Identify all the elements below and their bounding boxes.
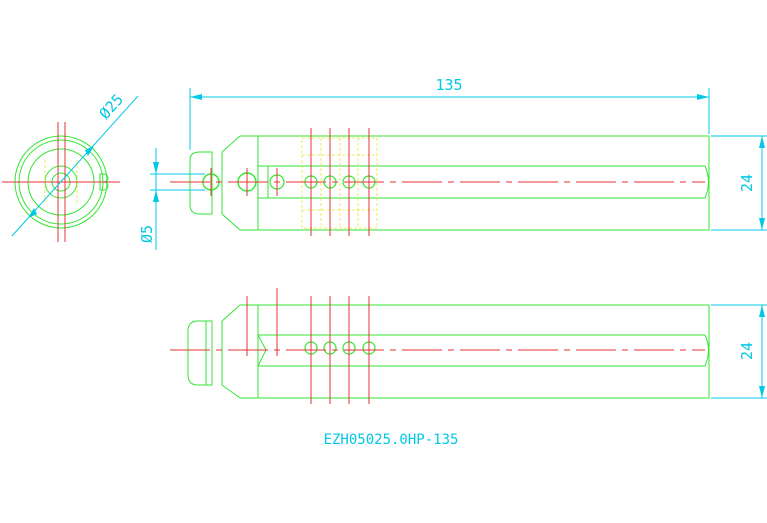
diameter-arrow	[28, 208, 37, 218]
side-view-hole-centerlines	[246, 288, 370, 404]
side-view-taper-top	[221, 304, 241, 322]
dimension-height-side: 24	[711, 304, 767, 399]
side-view-body	[257, 304, 710, 399]
drawing-title: EZH05025.0HP-135	[324, 432, 459, 448]
height-side-label: 24	[738, 342, 756, 360]
overall-length-label: 135	[435, 76, 462, 94]
dimension-overall-length: 135	[189, 76, 710, 150]
top-view-end-round	[704, 165, 709, 199]
dimension-height-top: 24	[711, 135, 767, 231]
top-view-body	[257, 135, 710, 231]
height-top-label: 24	[738, 174, 756, 192]
top-view-taper-top	[221, 135, 241, 153]
dimension-hole-diameter: Ø5	[138, 148, 205, 250]
top-view-hole-centerlines	[210, 128, 370, 236]
hole-diameter-label: Ø5	[138, 225, 156, 243]
top-view-head-profile	[189, 151, 213, 215]
top-view-hidden-lines	[301, 137, 378, 229]
diameter-label: Ø25	[96, 90, 128, 122]
side-view-end-round	[704, 334, 709, 367]
diameter-arrow	[85, 146, 94, 156]
side-view-taper-bottom	[221, 384, 241, 399]
end-view: Ø25	[2, 90, 139, 242]
top-view	[170, 128, 710, 236]
side-view	[170, 288, 710, 404]
side-view-head-profile	[187, 320, 213, 386]
top-view-taper-bottom	[221, 213, 241, 231]
